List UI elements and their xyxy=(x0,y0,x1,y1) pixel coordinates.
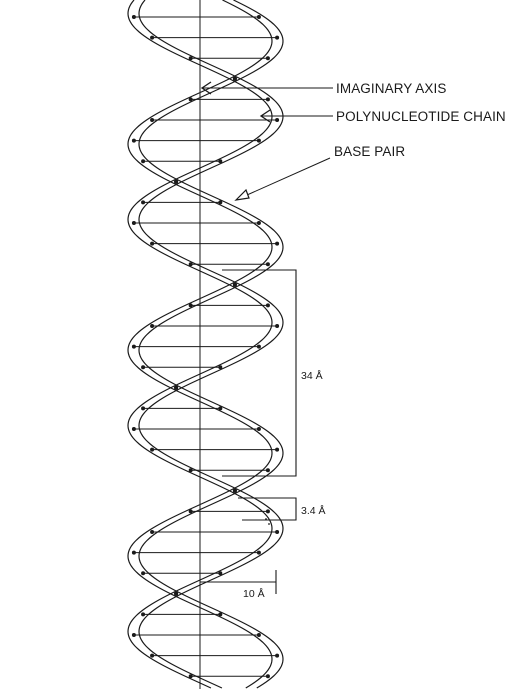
nucleotide-dot xyxy=(150,653,155,658)
nucleotide-dot xyxy=(218,571,223,576)
nucleotide-dot xyxy=(141,365,146,370)
nucleotide-dot xyxy=(265,468,270,473)
radius-marker: 10 Å xyxy=(200,570,277,600)
nucleotide-dot xyxy=(218,612,223,617)
base-spacing-bracket: 3.4 Å xyxy=(238,497,326,521)
nucleotide-dot xyxy=(275,241,280,246)
strand-a-edge-1 xyxy=(127,0,273,689)
nucleotide-dot xyxy=(131,427,136,431)
nucleotide-dot xyxy=(188,509,193,514)
nucleotide-dot xyxy=(256,344,261,349)
polynucleotide-chain-label: POLYNUCLEOTIDE CHAIN xyxy=(336,109,506,124)
nucleotide-dot xyxy=(218,406,223,411)
nucleotide-dot xyxy=(150,530,155,534)
nucleotide-dot xyxy=(265,509,270,514)
nucleotide-dot xyxy=(141,571,146,576)
nucleotide-dot xyxy=(150,324,155,328)
nucleotide-dot xyxy=(141,406,146,411)
radius-label: 10 Å xyxy=(243,587,265,600)
nucleotide-dot xyxy=(174,385,179,390)
nucleotide-dot xyxy=(131,221,136,225)
nucleotide-dot xyxy=(275,530,280,534)
nucleotide-dot xyxy=(218,159,223,164)
nucleotide-dot xyxy=(232,76,237,81)
nucleotide-dot xyxy=(174,591,179,596)
nucleotide-dot xyxy=(256,550,261,555)
strand-b-edge-1 xyxy=(127,0,273,689)
nucleotide-dot xyxy=(232,282,237,287)
nucleotide-dot xyxy=(188,674,193,679)
nucleotide-dot xyxy=(256,633,261,637)
nucleotide-dot xyxy=(131,15,136,19)
polynucleotide-chain-annotation: POLYNUCLEOTIDE CHAIN xyxy=(259,109,506,124)
nucleotide-dot xyxy=(141,612,146,617)
nucleotide-dot xyxy=(275,118,280,122)
nucleotide-dot xyxy=(131,633,136,637)
nucleotide-dot xyxy=(218,365,223,370)
nucleotide-dot xyxy=(150,118,155,122)
imaginary-axis-label: IMAGINARY AXIS xyxy=(336,81,446,96)
nucleotide-dot xyxy=(265,674,270,679)
nucleotide-dot xyxy=(188,303,193,308)
nucleotide-dot xyxy=(275,324,280,328)
nucleotide-dot xyxy=(188,56,193,61)
nucleotide-dots xyxy=(131,15,280,679)
base-pairs xyxy=(133,16,278,677)
nucleotide-dot xyxy=(256,427,261,431)
base-spacing-label: 3.4 Å xyxy=(301,504,326,517)
nucleotide-dot xyxy=(256,221,261,225)
nucleotide-dot xyxy=(275,35,280,40)
nucleotide-dot xyxy=(131,138,136,143)
nucleotide-dot xyxy=(150,447,155,452)
polynucleotide-chains xyxy=(127,0,284,689)
base-pair-label: BASE PAIR xyxy=(334,144,405,159)
nucleotide-dot xyxy=(265,262,270,267)
helix-pitch-bracket: 34 Å xyxy=(222,269,337,477)
strand-b-edge-2 xyxy=(138,0,284,689)
nucleotide-dot xyxy=(150,241,155,246)
nucleotide-dot xyxy=(218,200,223,205)
nucleotide-dot xyxy=(188,468,193,473)
speck xyxy=(265,518,267,520)
helix-pitch-label: 34 Å xyxy=(301,369,323,382)
strand-a-edge-2 xyxy=(138,0,284,689)
nucleotide-dot xyxy=(265,97,270,102)
nucleotide-dot xyxy=(131,550,136,555)
nucleotide-dot xyxy=(265,303,270,308)
nucleotide-dot xyxy=(188,262,193,267)
nucleotide-dot xyxy=(131,344,136,349)
nucleotide-dot xyxy=(256,138,261,143)
nucleotide-dot xyxy=(275,653,280,658)
nucleotide-dot xyxy=(141,200,146,205)
nucleotide-dot xyxy=(256,15,261,19)
nucleotide-dot xyxy=(141,159,146,164)
nucleotide-dot xyxy=(150,35,155,40)
nucleotide-dot xyxy=(174,179,179,184)
speck xyxy=(268,523,270,525)
nucleotide-dot xyxy=(265,56,270,61)
base-pair-annotation: BASE PAIR xyxy=(234,144,405,201)
imaginary-axis-annotation: IMAGINARY AXIS xyxy=(200,81,446,96)
nucleotide-dot xyxy=(188,97,193,102)
nucleotide-dot xyxy=(232,488,237,493)
nucleotide-dot xyxy=(275,447,280,452)
